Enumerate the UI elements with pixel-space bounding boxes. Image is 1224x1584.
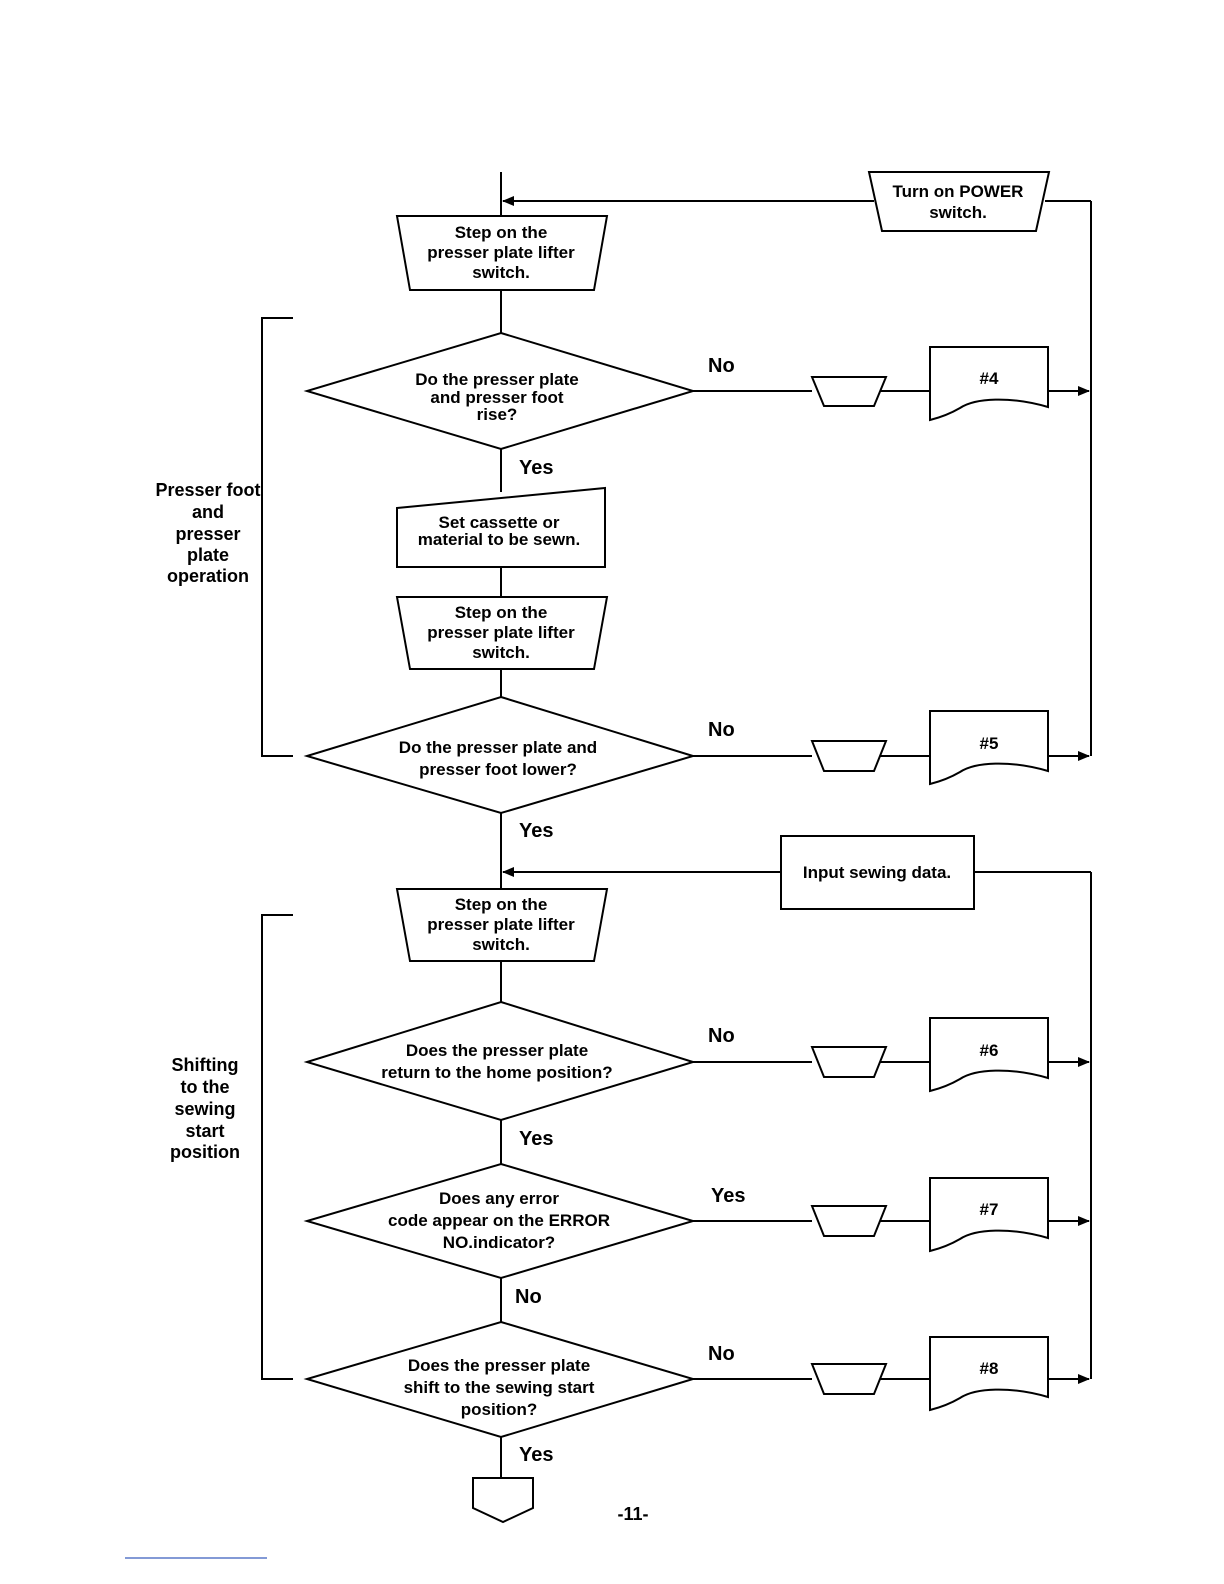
step1-line-1: Step on the — [455, 223, 548, 242]
set-cassette-step: Set cassette or material to be sewn. — [396, 486, 606, 568]
ref-doc-5: #5 — [929, 710, 1049, 786]
q4-yes-label: Yes — [711, 1185, 745, 1207]
input-data-label: Input sewing data. — [803, 863, 951, 882]
step2-line-1: Step on the — [455, 603, 548, 622]
q5-line-1: Does the presser plate — [408, 1356, 590, 1375]
ref-doc-7: #7 — [929, 1177, 1049, 1253]
off-page-connector — [472, 1477, 534, 1524]
step2-line-3: switch. — [472, 643, 530, 662]
decision-plate-foot-lower: Do the presser plate and presser foot lo… — [303, 695, 697, 815]
q1-line-2: and presser foot — [430, 388, 564, 407]
power-line-1: Turn on POWER — [893, 182, 1024, 201]
q4-no-label: No — [515, 1286, 542, 1308]
set-line-1: Set cassette or — [439, 513, 560, 532]
decision-plate-foot-rise: Do the presser plate and presser foot ri… — [303, 331, 697, 451]
q2-yes-label: Yes — [519, 820, 553, 842]
input-sewing-data-step: Input sewing data. — [780, 835, 975, 910]
shifting-line-5: position — [170, 1142, 240, 1162]
page-number: -11- — [617, 1504, 648, 1524]
ref-doc-6: #6 — [929, 1017, 1049, 1093]
ref-doc-8: #8 — [929, 1336, 1049, 1412]
q4-line-3: NO.indicator? — [443, 1233, 555, 1252]
q1-line-3: rise? — [477, 405, 518, 424]
q3-line-1: Does the presser plate — [406, 1041, 588, 1060]
presser-line-2: and — [192, 502, 224, 522]
ref-doc-4: #4 — [929, 346, 1049, 422]
ref-6-label: #6 — [980, 1041, 999, 1060]
q2-no-label: No — [708, 719, 735, 741]
q1-yes-label: Yes — [519, 457, 553, 479]
shifting-line-4: start — [185, 1121, 224, 1141]
step3-line-1: Step on the — [455, 895, 548, 914]
shifting-line-3: sewing — [174, 1099, 235, 1119]
step3-line-2: presser plate lifter — [427, 915, 575, 934]
ref-8-label: #8 — [980, 1359, 999, 1378]
shifting-line-2: to the — [181, 1077, 230, 1097]
branch-labels: No Yes No Yes No Yes Yes No No Yes — [515, 355, 745, 1466]
q5-no-label: No — [708, 1343, 735, 1365]
step-presser-lifter-1: Step on the presser plate lifter switch. — [395, 215, 609, 291]
presser-line-3: presser — [175, 524, 240, 544]
q1-no-label: No — [708, 355, 735, 377]
presser-line-4: plate — [187, 545, 229, 565]
presser-line-1: Presser foot — [155, 480, 260, 500]
ref-5-label: #5 — [980, 734, 999, 753]
q3-line-2: return to the home position? — [381, 1063, 612, 1082]
decision-sewing-start: Does the presser plate shift to the sewi… — [303, 1320, 697, 1439]
ref-4-label: #4 — [980, 369, 999, 388]
q3-yes-label: Yes — [519, 1128, 553, 1150]
q5-line-3: position? — [461, 1400, 537, 1419]
step3-line-3: switch. — [472, 935, 530, 954]
step-presser-lifter-2: Step on the presser plate lifter switch. — [395, 596, 609, 670]
q5-line-2: shift to the sewing start — [404, 1378, 595, 1397]
power-switch-step: Turn on POWER switch. — [867, 171, 1051, 232]
section-bracket-shifting — [261, 914, 293, 1380]
connector-lines — [500, 172, 1092, 1478]
section-label-presser: Presser foot and presser plate operation — [155, 480, 260, 586]
power-line-2: switch. — [929, 203, 987, 222]
step1-line-2: presser plate lifter — [427, 243, 575, 262]
ref-7-label: #7 — [980, 1200, 999, 1219]
decision-error-code: Does any error code appear on the ERROR … — [303, 1162, 697, 1280]
branch-trapezoids — [810, 376, 888, 1395]
q2-line-1: Do the presser plate and — [399, 738, 597, 757]
section-bracket-presser — [261, 317, 293, 757]
q5-yes-label: Yes — [519, 1444, 553, 1466]
decision-home-position: Does the presser plate return to the hom… — [303, 1000, 697, 1122]
set-line-2: material to be sewn. — [418, 530, 581, 549]
step1-line-3: switch. — [472, 263, 530, 282]
q1-line-1: Do the presser plate — [415, 370, 578, 389]
step-presser-lifter-3: Step on the presser plate lifter switch. — [395, 888, 609, 962]
q2-line-2: presser foot lower? — [419, 760, 577, 779]
step2-line-2: presser plate lifter — [427, 623, 575, 642]
shifting-line-1: Shifting — [172, 1055, 239, 1075]
section-label-shifting: Shifting to the sewing start position — [170, 1055, 240, 1162]
q3-no-label: No — [708, 1025, 735, 1047]
q4-line-2: code appear on the ERROR — [388, 1211, 610, 1230]
q4-line-1: Does any error — [439, 1189, 559, 1208]
presser-line-5: operation — [167, 566, 249, 586]
